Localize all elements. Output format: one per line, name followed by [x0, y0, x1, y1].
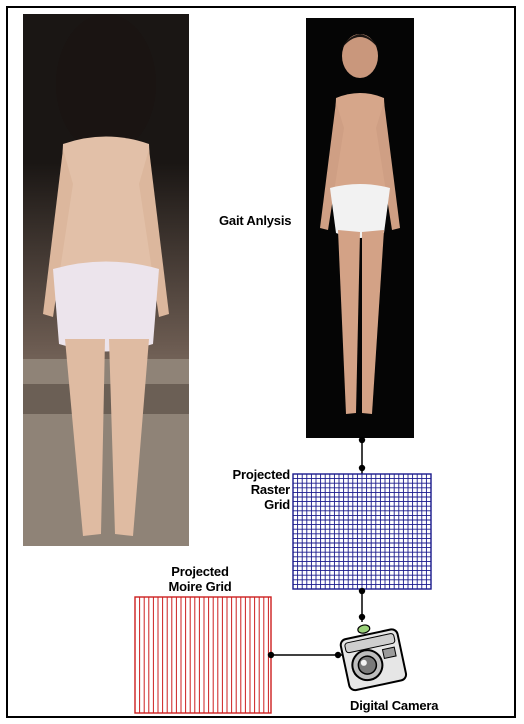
moire-grid-border	[135, 597, 271, 713]
digital-camera-icon	[338, 619, 408, 692]
connector-node	[335, 652, 341, 658]
moire-grid-label: Projected Moire Grid	[150, 564, 250, 594]
connector-node	[359, 437, 365, 443]
gait-analysis-label: Gait Anlysis	[219, 213, 291, 228]
connector-node	[268, 652, 274, 658]
connector-node	[359, 465, 365, 471]
connector-node	[359, 588, 365, 594]
digital-camera-label: Digital Camera	[350, 698, 438, 713]
projected-raster-grid	[293, 474, 431, 589]
raster-grid-label: Projected Raster Grid	[230, 467, 290, 512]
connector-node	[359, 614, 365, 620]
projected-moire-grid	[135, 597, 271, 713]
